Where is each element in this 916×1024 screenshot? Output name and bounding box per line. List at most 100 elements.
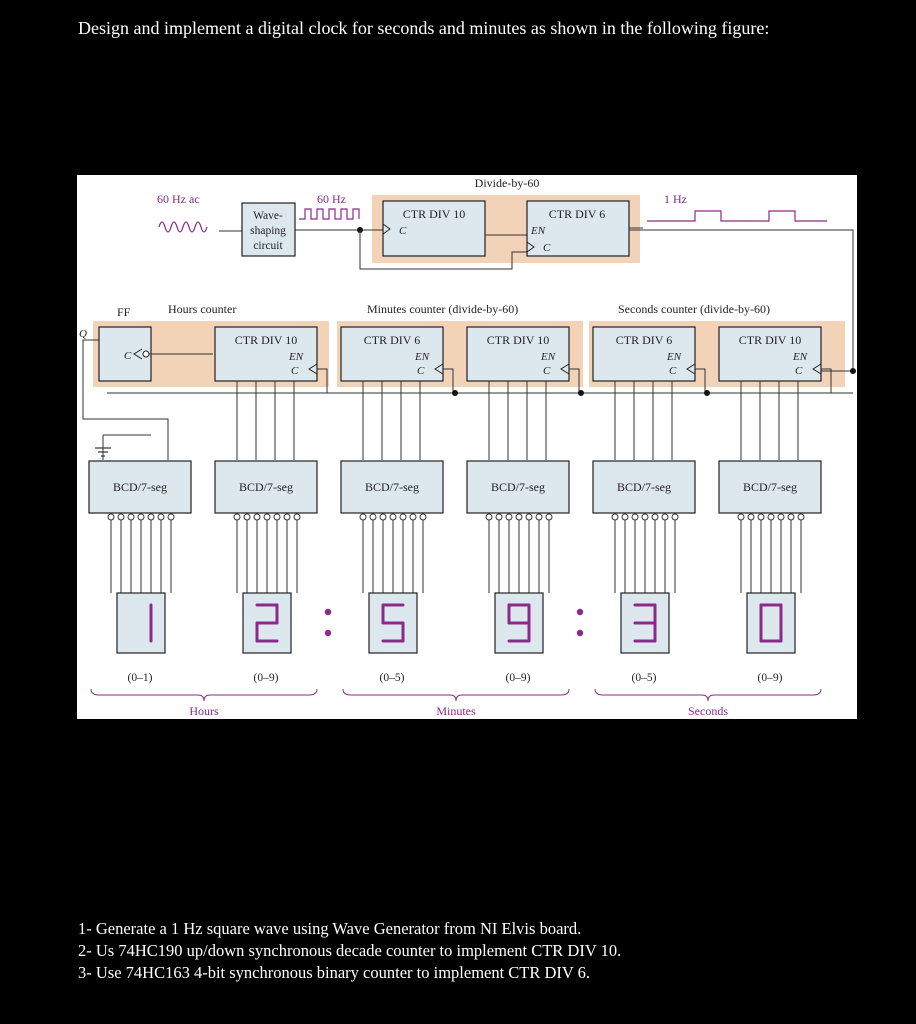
clock-bus-dot-0 bbox=[452, 390, 458, 396]
decoder-pin-2-2 bbox=[379, 513, 387, 521]
decoder-pin-5-0 bbox=[737, 513, 745, 521]
decoder-box-5 bbox=[718, 460, 822, 514]
display-row: (0–1)(0–9)(0–5)(0–9)(0–5)(0–9) bbox=[116, 592, 796, 684]
clock-bus-dot-2 bbox=[704, 390, 710, 396]
task-item-2: 2- Us 74HC190 up/down synchronous decade… bbox=[78, 941, 622, 960]
range-label-0: (0–1) bbox=[128, 672, 153, 684]
colon-dot-0 bbox=[324, 608, 332, 616]
top-ctr-div6-box bbox=[526, 200, 630, 257]
decoder-pin-5-5 bbox=[787, 513, 795, 521]
decoder-pin-3-6 bbox=[545, 513, 553, 521]
counter-en-pin-0: EN bbox=[288, 351, 304, 363]
decoder-box-3 bbox=[466, 460, 570, 514]
counter-box-4 bbox=[718, 326, 822, 382]
display-box-4 bbox=[620, 592, 670, 654]
range-label-4: (0–5) bbox=[632, 672, 657, 684]
decoder-pin-0-2 bbox=[127, 513, 135, 521]
wave-shaping-line1: Wave- bbox=[253, 210, 283, 222]
decoder-pin-1-4 bbox=[273, 513, 281, 521]
decoder-pin-0-3 bbox=[137, 513, 145, 521]
decoder-pin-2-6 bbox=[419, 513, 427, 521]
q-label: Q bbox=[79, 328, 87, 340]
range-label-1: (0–9) bbox=[254, 672, 279, 684]
decoder-box-0 bbox=[88, 460, 192, 514]
clock-bus-dot-1 bbox=[578, 390, 584, 396]
decoder-box-4 bbox=[592, 460, 696, 514]
decoder-pin-4-6 bbox=[671, 513, 679, 521]
decoder-label-3: BCD/7-seg bbox=[491, 480, 545, 494]
counter-clock-wire-2 bbox=[569, 368, 580, 393]
clock-block-diagram: 60 Hz ac Wave- shaping circuit 60 Hz Div… bbox=[77, 175, 857, 719]
group-label-2: Seconds bbox=[688, 704, 728, 718]
decoder-pin-1-3 bbox=[263, 513, 271, 521]
decoder-pin-5-3 bbox=[767, 513, 775, 521]
decoder-pin-5-4 bbox=[777, 513, 785, 521]
ff-box bbox=[98, 326, 152, 382]
counter-title-2: CTR DIV 10 bbox=[487, 333, 549, 347]
group-brace-0 bbox=[90, 688, 318, 702]
counter-clock-wire-1 bbox=[443, 368, 454, 393]
diagram-canvas: 60 Hz ac Wave- shaping circuit 60 Hz Div… bbox=[79, 176, 856, 718]
counter-clock-triangle-3 bbox=[686, 363, 696, 375]
group-label-1: Minutes bbox=[436, 704, 476, 718]
counter-title-0: CTR DIV 10 bbox=[235, 333, 297, 347]
decoder-pin-0-5 bbox=[157, 513, 165, 521]
decoder-label-0: BCD/7-seg bbox=[113, 480, 167, 494]
square-wave-60-icon bbox=[299, 208, 360, 220]
counter-title-3: CTR DIV 6 bbox=[616, 333, 672, 347]
one-hz-feed-wire bbox=[629, 229, 854, 372]
decoder-pin-1-6 bbox=[293, 513, 301, 521]
top-ctr-div10-title: CTR DIV 10 bbox=[403, 207, 465, 221]
decoder-pin-3-2 bbox=[505, 513, 513, 521]
counter-box-1 bbox=[340, 326, 444, 382]
counter-title-4: CTR DIV 10 bbox=[739, 333, 801, 347]
group-label-0: Hours bbox=[189, 704, 219, 718]
counter-clock-triangle-1 bbox=[434, 363, 444, 375]
top-ctr-div6-title: CTR DIV 6 bbox=[549, 207, 605, 221]
decoder-pin-4-5 bbox=[661, 513, 669, 521]
top-div6-en-pin: EN bbox=[530, 225, 546, 237]
decoder-pin-0-1 bbox=[117, 513, 125, 521]
decoder-pin-0-0 bbox=[107, 513, 115, 521]
decoder-pin-1-0 bbox=[233, 513, 241, 521]
decoder-pin-5-6 bbox=[797, 513, 805, 521]
loop-wire bbox=[359, 230, 527, 270]
q-feedback-wire bbox=[82, 339, 169, 460]
wave-shaping-line2: shaping bbox=[250, 225, 286, 237]
ac-source-label: 60 Hz ac bbox=[157, 192, 200, 206]
counter-clock-wire-4 bbox=[821, 368, 832, 393]
top-div6-clock-triangle bbox=[526, 241, 535, 253]
decoder-pin-4-1 bbox=[621, 513, 629, 521]
ff-c-pin: C bbox=[124, 350, 132, 362]
counter-en-pin-1: EN bbox=[414, 351, 430, 363]
display-box-5 bbox=[746, 592, 796, 654]
top-div10-c-pin: C bbox=[399, 225, 407, 237]
counter-box-0 bbox=[214, 326, 318, 382]
decoder-box-1 bbox=[214, 460, 318, 514]
counter-c-pin-0: C bbox=[291, 365, 299, 377]
ff-clock-triangle bbox=[133, 348, 143, 360]
task-item-3: 3- Use 74HC163 4-bit synchronous binary … bbox=[78, 963, 591, 982]
seconds-counter-label: Seconds counter (divide-by-60) bbox=[618, 302, 770, 316]
counter-clock-wire-3 bbox=[695, 368, 706, 393]
top-div6-c-pin: C bbox=[543, 242, 551, 254]
decoder-label-5: BCD/7-seg bbox=[743, 480, 797, 494]
hours-counter-label: Hours counter bbox=[168, 302, 236, 316]
decoder-box-2 bbox=[340, 460, 444, 514]
colon-dot-2 bbox=[576, 608, 584, 616]
decoder-pin-1-1 bbox=[243, 513, 251, 521]
decoder-pin-3-5 bbox=[535, 513, 543, 521]
counter-clock-triangle-4 bbox=[812, 363, 822, 375]
decoder-pin-1-5 bbox=[283, 513, 291, 521]
colon-dot-3 bbox=[576, 629, 584, 637]
wave-shaping-line3: circuit bbox=[253, 240, 283, 252]
task-list: 1- Generate a 1 Hz square wave using Wav… bbox=[78, 918, 621, 984]
range-label-3: (0–9) bbox=[506, 672, 531, 684]
counter-en-pin-2: EN bbox=[540, 351, 556, 363]
decoder-pin-0-6 bbox=[167, 513, 175, 521]
range-label-2: (0–5) bbox=[380, 672, 405, 684]
top-div10-clock-triangle bbox=[382, 223, 391, 235]
group-brace-2 bbox=[594, 688, 822, 702]
decoder-pin-2-4 bbox=[399, 513, 407, 521]
